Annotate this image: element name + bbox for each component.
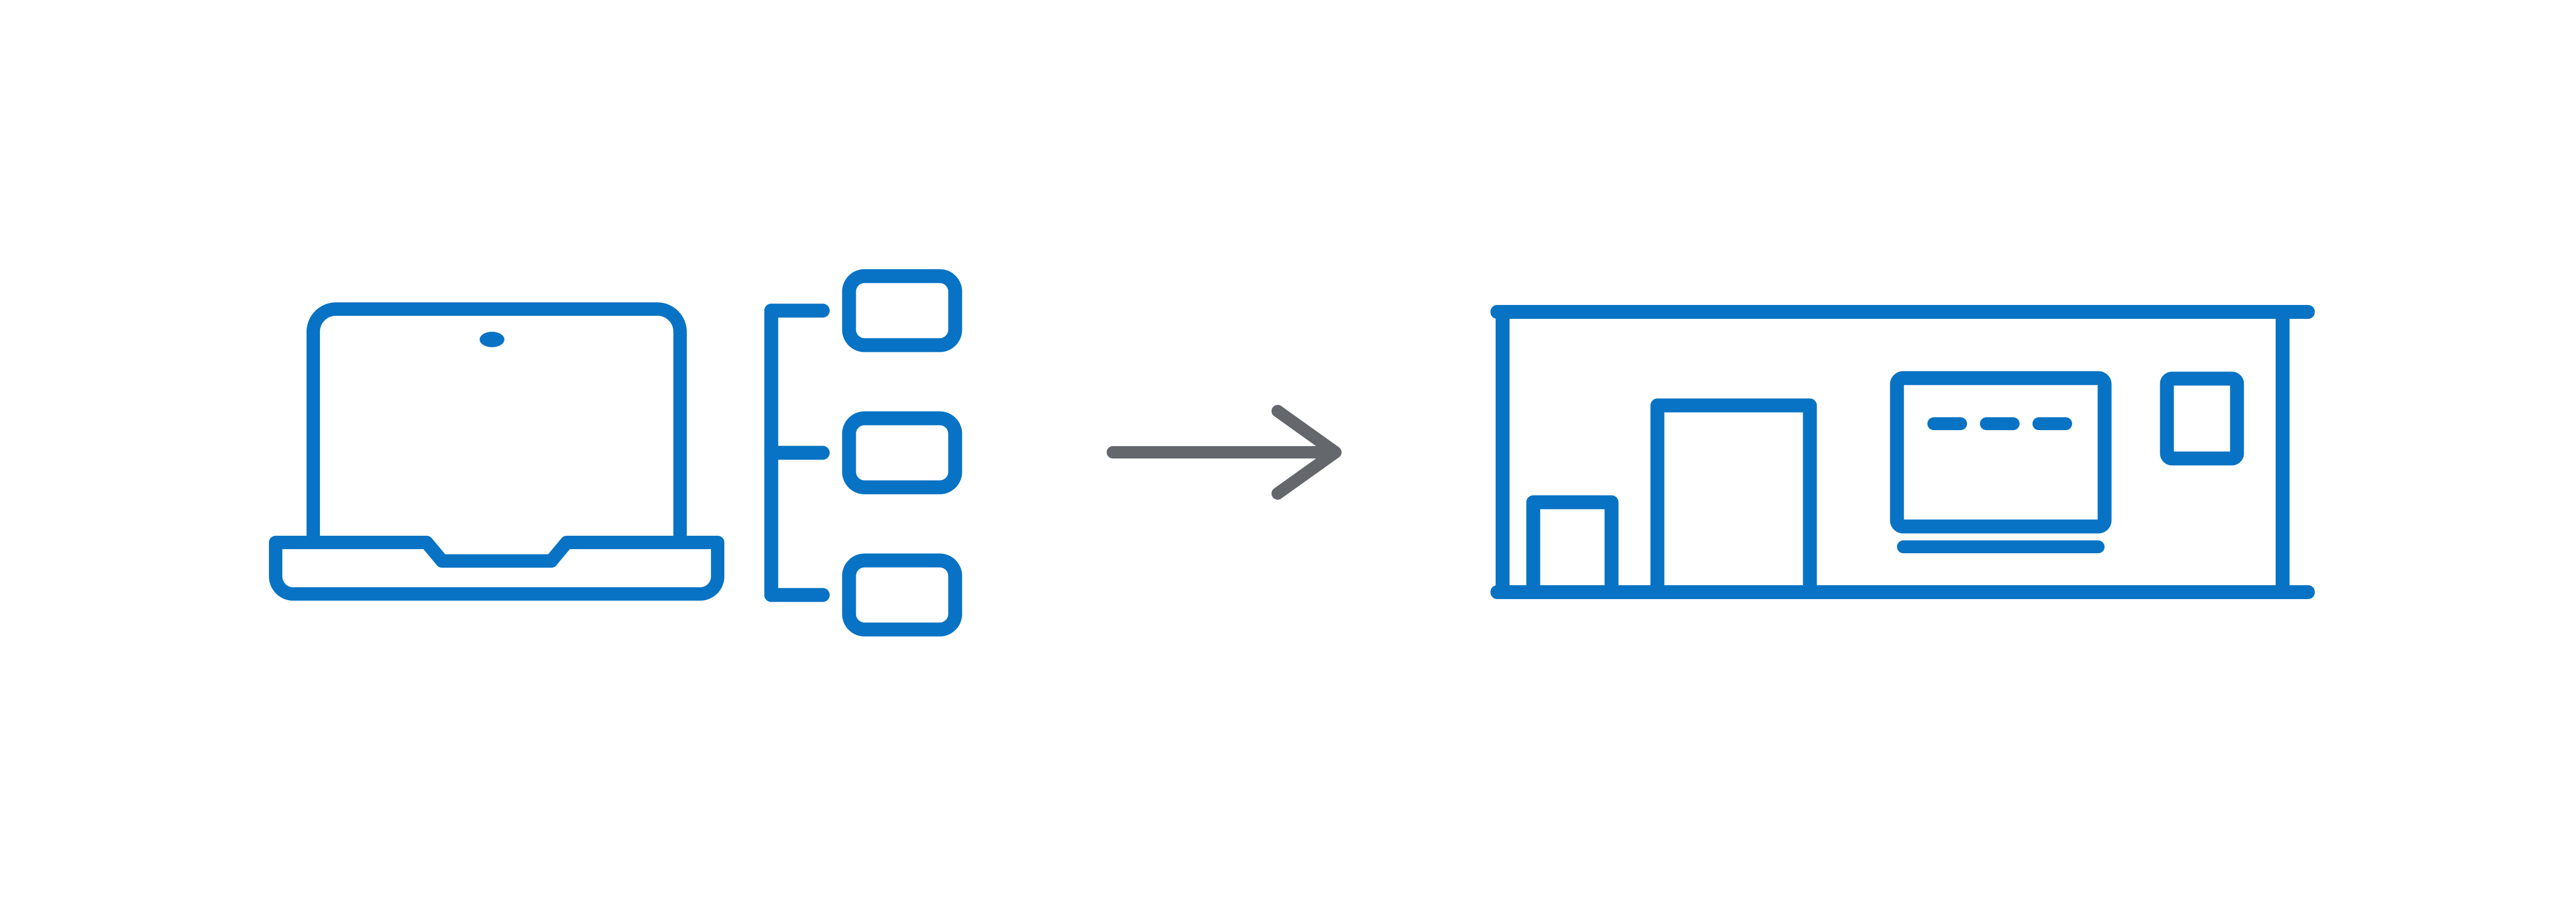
tree-node-2: [842, 411, 962, 495]
right-arrow-icon: [1107, 405, 1342, 500]
conveyor-bar: [1897, 540, 2105, 553]
tree-hierarchy-icon: [764, 269, 962, 637]
factory-floor-bar: [1490, 585, 2315, 599]
control-panel-outline: [1890, 371, 2112, 534]
factory-left-wall: [1496, 312, 1510, 592]
panel-dash-2: [1980, 417, 2020, 430]
machine-small-box: [1526, 495, 1619, 593]
laptop-screen-outline: [307, 302, 687, 550]
laptop-icon: [269, 302, 724, 601]
control-panel-indicators: [1927, 417, 2072, 430]
laptop-camera-icon: [480, 332, 504, 347]
tree-node-1: [842, 269, 962, 352]
tree-node-group: [842, 269, 962, 637]
factory-building-icon: [1490, 305, 2315, 599]
laptop-base-outline: [269, 536, 724, 601]
panel-dash-1: [1927, 417, 1967, 430]
tree-node-3: [842, 553, 962, 637]
arrow-head-chevron: [1272, 405, 1342, 500]
factory-roof-bar: [1490, 305, 2315, 319]
machine-tall-box: [1650, 398, 1817, 593]
tree-branch-group: [764, 303, 830, 602]
panel-dash-3: [2032, 417, 2072, 430]
equipment-small-rect: [2160, 371, 2244, 466]
factory-right-wall: [2276, 312, 2290, 592]
